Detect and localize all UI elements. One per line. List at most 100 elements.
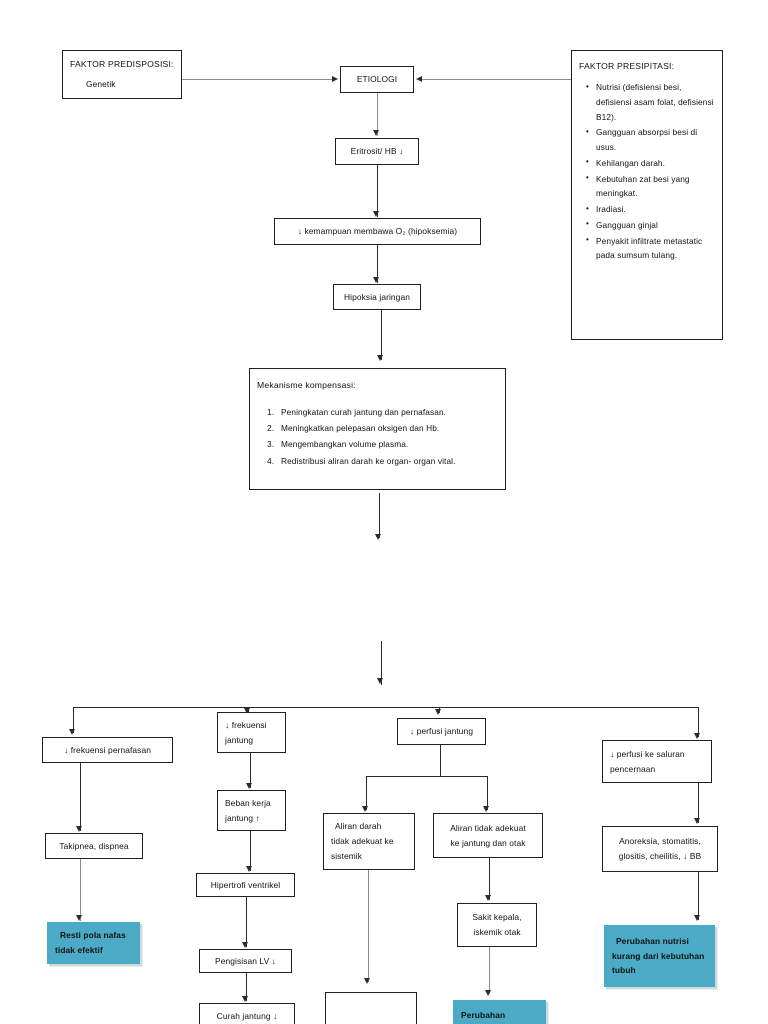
list-item: Gangguan absorpsi besi di usus. xyxy=(585,125,717,155)
arrow-down-icon xyxy=(377,355,384,361)
diagnosa-nutrisi-line2: kurang dari kebutuhan xyxy=(612,950,705,961)
arrow-down-icon xyxy=(435,709,442,715)
list-item-text: Redistribusi aliran darah ke organ- orga… xyxy=(281,455,456,466)
list-item: Kehilangan darah. xyxy=(585,155,717,171)
connector-hipoksemia-to-hipoksia xyxy=(377,245,378,283)
connector-beban-to-hipertrofi xyxy=(250,831,251,871)
diagnosa-nutrisi-line1: Perubahan nutrisi xyxy=(616,935,689,946)
faktor-presipitasi-list: Nutrisi (defisiensi besi, defisiensi asa… xyxy=(579,80,717,264)
node-eritrosit-hb[interactable]: Eritrosit/ HB ↓ xyxy=(335,138,419,165)
diagnosa-pola-nafas-line2: tidak efektif xyxy=(55,945,103,955)
node-curah-jantung[interactable]: Curah jantung ↓ xyxy=(199,1003,295,1024)
pengisisan-lv-label: Pengisisan LV ↓ xyxy=(215,955,276,966)
aliran-sistemik-line2: tidak adekuat ke xyxy=(331,836,394,847)
node-aliran-darah-sistemik[interactable]: Aliran darah tidak adekuat ke sistemik xyxy=(323,813,415,870)
connector-frekuensi-to-takipnea xyxy=(80,763,81,831)
arrow-down-icon xyxy=(69,729,76,735)
arrow-down-icon xyxy=(373,130,380,136)
node-aliran-jantung-otak[interactable]: Aliran tidak adekuat ke jantung dan otak xyxy=(433,813,543,858)
connector-frekuensi-to-beban xyxy=(250,753,251,788)
connector-hipertrofi-to-pengisian xyxy=(246,897,247,947)
takipnea-label: Takipnea, dispnea xyxy=(59,840,129,851)
arrow-down-icon xyxy=(246,866,253,872)
connector-gejala-to-diagnosa xyxy=(698,872,699,920)
node-hipoksia-jaringan[interactable]: Hipoksia jaringan xyxy=(333,284,421,310)
mekanisme-kompensasi-title: Mekanisme kompensasi: xyxy=(257,380,356,390)
arrow-down-icon xyxy=(485,990,492,996)
list-item: 3. Mengembangkan volume plasma. xyxy=(267,436,456,452)
faktor-presipitasi-title: FAKTOR PRESIPITASI: xyxy=(579,61,675,71)
node-gejala-pencernaan[interactable]: Anoreksia, stomatitis, glositis, cheilit… xyxy=(602,826,718,872)
connector-perfusi-split-bus xyxy=(366,776,487,777)
sakit-kepala-line2: iskemik otak xyxy=(473,927,521,937)
node-diagnosa-nutrisi[interactable]: Perubahan nutrisi kurang dari kebutuhan … xyxy=(604,925,715,987)
list-item-text: Meningkatkan pelepasan oksigen dan Hb. xyxy=(281,423,440,434)
node-perfusi-jantung[interactable]: ↓ perfusi jantung xyxy=(397,718,486,745)
node-sakit-kepala[interactable]: Sakit kepala, iskemik otak xyxy=(457,903,537,947)
connector-sistemik-down xyxy=(368,870,369,982)
list-item-text: Mengembangkan volume plasma. xyxy=(281,439,409,450)
list-item: Iradiasi. xyxy=(585,202,717,217)
connector-bus-drop-pernafasan xyxy=(73,707,74,733)
connector-bus-drop-pencernaan xyxy=(698,707,699,737)
hipoksemia-label: ↓ kemampuan membawa O₂ (hipoksemia) xyxy=(297,226,458,237)
node-mekanisme-kompensasi[interactable]: Mekanisme kompensasi: 1. Peningkatan cur… xyxy=(249,368,506,490)
list-item-text: Peningkatan curah jantung dan pernafasan… xyxy=(281,407,447,418)
arrow-down-icon xyxy=(373,277,380,283)
arrow-right-icon xyxy=(332,75,338,82)
sakit-kepala-line1: Sakit kepala, xyxy=(472,912,522,923)
aliran-sistemik-line1: Aliran darah xyxy=(335,821,382,832)
connector-perfusi-split-left xyxy=(366,776,367,810)
connector-presipitasi-to-etiologi xyxy=(422,79,571,80)
eritrosit-label: Eritrosit/ HB ↓ xyxy=(350,146,404,157)
node-diagnosa-perubahan-perfusi[interactable]: Perubahan xyxy=(453,1000,546,1024)
node-frekuensi-jantung[interactable]: ↓ frekuensi jantung xyxy=(217,712,286,753)
node-etiologi[interactable]: ETIOLOGI xyxy=(340,66,414,93)
node-faktor-presipitasi[interactable]: FAKTOR PRESIPITASI: Nutrisi (defisiensi … xyxy=(571,50,723,340)
frekuensi-pernafasan-label: ↓ frekuensi pernafasan xyxy=(64,744,151,755)
connector-predisposisi-to-etiologi xyxy=(182,79,332,80)
arrow-down-icon xyxy=(362,806,369,812)
perfusi-pencernaan-line2: pencernaan xyxy=(610,763,656,774)
node-hipoksemia[interactable]: ↓ kemampuan membawa O₂ (hipoksemia) xyxy=(274,218,481,245)
diagnosa-nutrisi-line3: tubuh xyxy=(612,965,636,976)
faktor-predisposisi-item: Genetik xyxy=(86,79,116,90)
node-diagnosa-pola-nafas[interactable]: Resti pola nafas tidak efektif xyxy=(47,922,140,964)
gejala-line1: Anoreksia, stomatitis, xyxy=(619,836,701,847)
node-takipnea-dispnea[interactable]: Takipnea, dispnea xyxy=(45,833,143,859)
node-hipertrofi-ventrikel[interactable]: Hipertrofi ventrikel xyxy=(196,873,295,897)
perfusi-jantung-label: ↓ perfusi jantung xyxy=(409,726,474,737)
node-frekuensi-pernafasan[interactable]: ↓ frekuensi pernafasan xyxy=(42,737,173,763)
arrow-down-icon xyxy=(373,211,380,217)
frekuensi-jantung-line1: ↓ frekuensi xyxy=(225,719,267,730)
connector-otak-to-sakit-kepala xyxy=(489,858,490,900)
node-pengisisan-lv[interactable]: Pengisisan LV ↓ xyxy=(199,949,292,973)
connector-pencernaan-to-gejala xyxy=(698,783,699,823)
node-faktor-predisposisi[interactable]: FAKTOR PREDISPOSISI: Genetik xyxy=(62,50,182,99)
connector-perfusi-split-right xyxy=(487,776,488,810)
connector-sakit-to-diagnosa-otak xyxy=(489,947,490,994)
arrow-down-icon xyxy=(694,733,701,739)
arrow-left-icon xyxy=(416,75,422,82)
node-perfusi-pencernaan[interactable]: ↓ perfusi ke saluran pencernaan xyxy=(602,740,712,783)
arrow-down-icon xyxy=(377,678,384,684)
connector-etiologi-to-eritrosit xyxy=(377,93,378,136)
arrow-down-icon xyxy=(483,806,490,812)
connector-hipoksia-to-kompensasi xyxy=(381,310,382,360)
beban-kerja-line1: Beban kerja xyxy=(225,797,271,808)
arrow-down-icon xyxy=(76,826,83,832)
arrow-down-icon xyxy=(485,895,492,901)
node-beban-kerja-jantung[interactable]: Beban kerja jantung ↑ xyxy=(217,790,286,831)
arrow-down-icon xyxy=(242,942,249,948)
list-item: Penyakit infiltrate metastatic pada sums… xyxy=(585,233,717,264)
hipoksia-label: Hipoksia jaringan xyxy=(344,291,410,302)
node-sistemik-outcome[interactable] xyxy=(325,992,417,1024)
list-item: 1. Peningkatan curah jantung dan pernafa… xyxy=(267,404,456,420)
aliran-sistemik-line3: sistemik xyxy=(331,850,363,861)
perfusi-pencernaan-line1: ↓ perfusi ke saluran xyxy=(610,748,685,759)
connector-pengisian-to-curah xyxy=(246,973,247,1001)
arrow-down-icon xyxy=(246,783,253,789)
connector-eritrosit-to-hipoksemia xyxy=(377,165,378,217)
connector-takipnea-to-diagnosa xyxy=(80,859,81,921)
